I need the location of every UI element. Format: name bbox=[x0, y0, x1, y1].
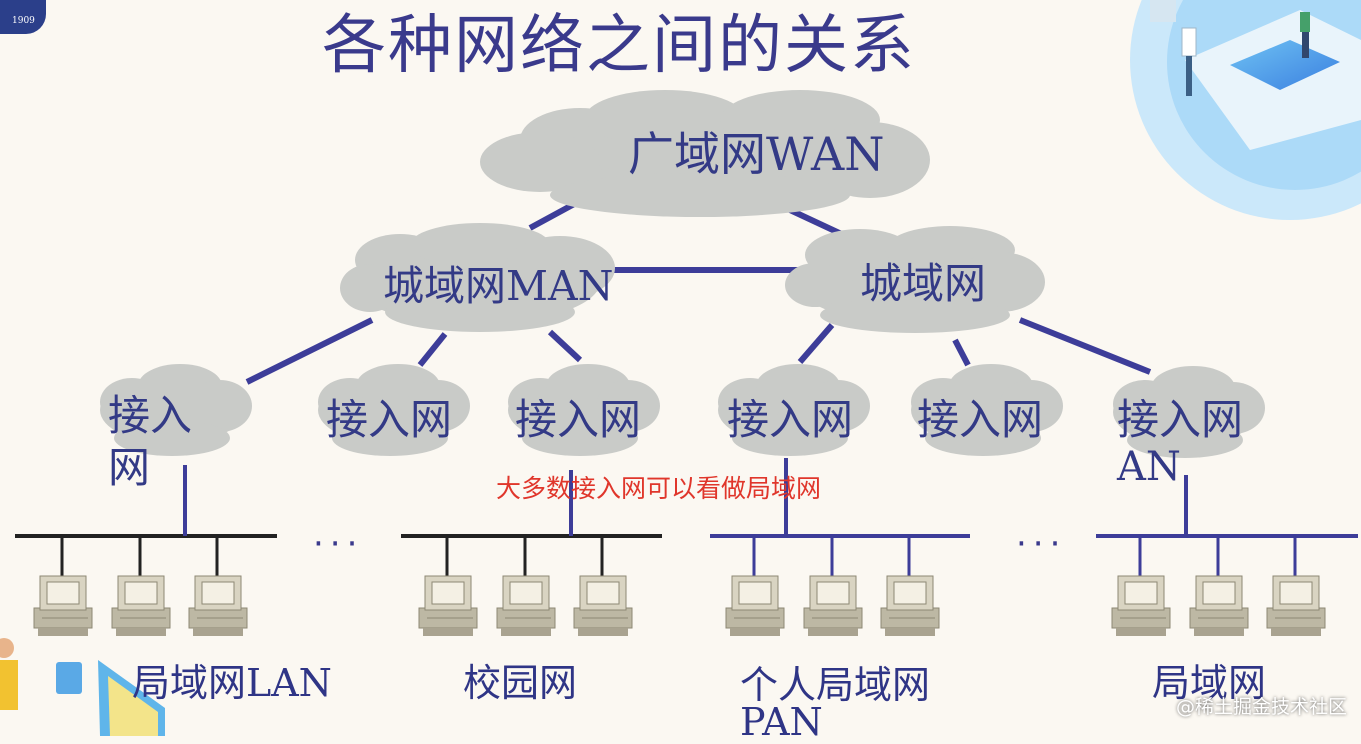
ellipsis-dots: ··· bbox=[313, 524, 364, 564]
computer-icon bbox=[1266, 575, 1326, 636]
computer-icon bbox=[1111, 575, 1171, 636]
pan-label-suffix: PAN bbox=[740, 700, 823, 744]
corner-illustration bbox=[1130, 0, 1361, 220]
computer-icon bbox=[803, 575, 863, 636]
cloud-access bbox=[508, 364, 660, 456]
lan-label-right: 局域网 bbox=[1152, 661, 1267, 705]
lan-label: 局域网LAN bbox=[132, 661, 332, 705]
computer-icon bbox=[1189, 575, 1249, 636]
corner-illustration-bottom bbox=[0, 638, 165, 736]
access-net-label: 接入网 bbox=[917, 395, 1044, 444]
cloud-access bbox=[718, 364, 870, 456]
access-net-an-label: AN bbox=[1117, 444, 1181, 490]
computer-icon bbox=[188, 575, 248, 636]
man-left-label: 城域网MAN bbox=[383, 262, 614, 310]
access-net-label: 接入网 bbox=[727, 395, 854, 444]
cloud-wan bbox=[480, 90, 930, 217]
man-right-label: 城域网 bbox=[860, 259, 987, 308]
computer-drop-lines bbox=[60, 536, 1297, 576]
access-clouds bbox=[100, 364, 1265, 458]
access-net-label: 接入网 bbox=[515, 395, 642, 444]
cloud-access bbox=[100, 364, 252, 456]
computer-icon bbox=[496, 575, 556, 636]
access-net-label: 接入网 bbox=[326, 395, 453, 444]
computer-icon bbox=[33, 575, 93, 636]
cloud-access bbox=[911, 364, 1063, 456]
connection-lines bbox=[245, 187, 1152, 385]
wan-label: 广域网WAN bbox=[628, 127, 885, 181]
computer-icon bbox=[725, 575, 785, 636]
access-net-1-text: 接入网 bbox=[108, 391, 193, 492]
computer-icon bbox=[418, 575, 478, 636]
campus-net-label: 校园网 bbox=[463, 661, 578, 705]
pan-label: 个人局域网 bbox=[740, 663, 931, 707]
logo-year: 1909 bbox=[12, 16, 35, 26]
cloud-man-left bbox=[340, 223, 615, 332]
computers bbox=[33, 575, 1326, 636]
watermark: @稀土掘金技术社区 bbox=[1176, 696, 1348, 718]
annotation-note: 大多数接入网可以看做局域网 bbox=[496, 474, 822, 503]
cloud-man-right bbox=[785, 226, 1045, 333]
computer-icon bbox=[880, 575, 940, 636]
page-title: 各种网络之间的关系 bbox=[322, 9, 916, 83]
university-logo: 1909 bbox=[0, 0, 46, 34]
computer-icon bbox=[111, 575, 171, 636]
ellipsis-dots: ··· bbox=[1016, 524, 1067, 564]
computer-icon bbox=[573, 575, 633, 636]
cloud-access bbox=[1113, 366, 1265, 458]
cloud-access bbox=[318, 364, 470, 456]
access-net-label: 接入网 bbox=[108, 390, 204, 494]
access-net-label: 接入网 bbox=[1117, 395, 1244, 444]
